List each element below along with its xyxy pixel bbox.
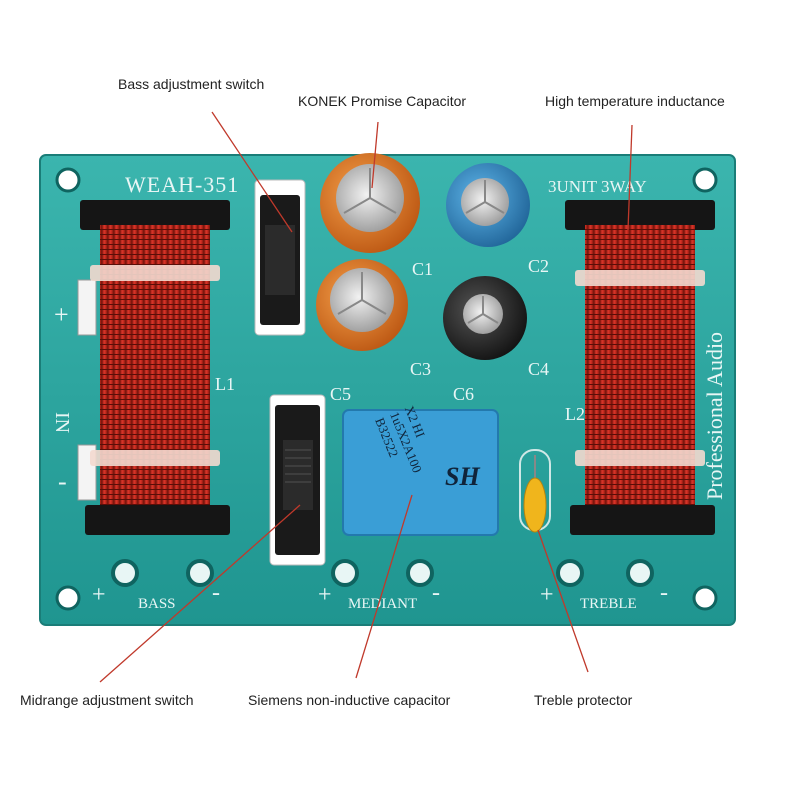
label-l2: L2	[565, 404, 585, 424]
capacitor-c3	[316, 259, 408, 351]
midrange-switch	[269, 394, 326, 566]
callout-siemens-capacitor: Siemens non-inductive capacitor	[248, 692, 451, 708]
siemens-logo: SH	[445, 462, 480, 491]
inductor-l1	[80, 200, 230, 535]
terminal-pads	[111, 559, 654, 587]
label-l1: L1	[215, 374, 235, 394]
board-vertical-label: Professional Audio	[702, 332, 727, 500]
label-c4: C4	[528, 359, 549, 379]
label-c6: C6	[453, 384, 474, 404]
board-model: WEAH-351	[125, 172, 239, 197]
bass-minus: -	[212, 580, 220, 606]
callout-midrange-switch: Midrange adjustment switch	[20, 692, 194, 708]
treble-plus: +	[540, 582, 554, 608]
callout-high-temp-inductance: High temperature inductance	[545, 93, 725, 109]
capacitor-c4	[443, 276, 527, 360]
label-c2: C2	[528, 256, 549, 276]
board-config: 3UNIT 3WAY	[548, 177, 647, 196]
leader-lines	[99, 111, 633, 683]
capacitor-c2	[446, 163, 530, 247]
label-c1: C1	[412, 259, 433, 279]
bass-switch	[254, 179, 306, 336]
input-plus-sign: +	[54, 300, 69, 329]
bass-plus: +	[92, 582, 106, 608]
label-c3: C3	[410, 359, 431, 379]
inductor-l2	[565, 200, 715, 535]
input-pad-plus	[77, 279, 97, 336]
bass-label: BASS	[138, 596, 176, 612]
input-label: IN	[51, 412, 73, 433]
treble-protector	[519, 449, 551, 533]
treble-minus: -	[660, 580, 668, 606]
input-minus-sign: -	[58, 467, 67, 496]
mediant-plus: +	[318, 582, 332, 608]
treble-label: TREBLE	[580, 596, 637, 612]
capacitor-c1	[320, 153, 420, 253]
mediant-minus: -	[432, 580, 440, 606]
label-c5: C5	[330, 384, 351, 404]
callout-treble-protector: Treble protector	[534, 692, 633, 708]
callout-konek-capacitor: KONEK Promise Capacitor	[298, 93, 467, 109]
callout-bass-switch: Bass adjustment switch	[118, 76, 265, 92]
mounting-holes	[55, 167, 718, 611]
siemens-capacitor	[342, 409, 499, 536]
mediant-label: MEDIANT	[348, 596, 417, 612]
